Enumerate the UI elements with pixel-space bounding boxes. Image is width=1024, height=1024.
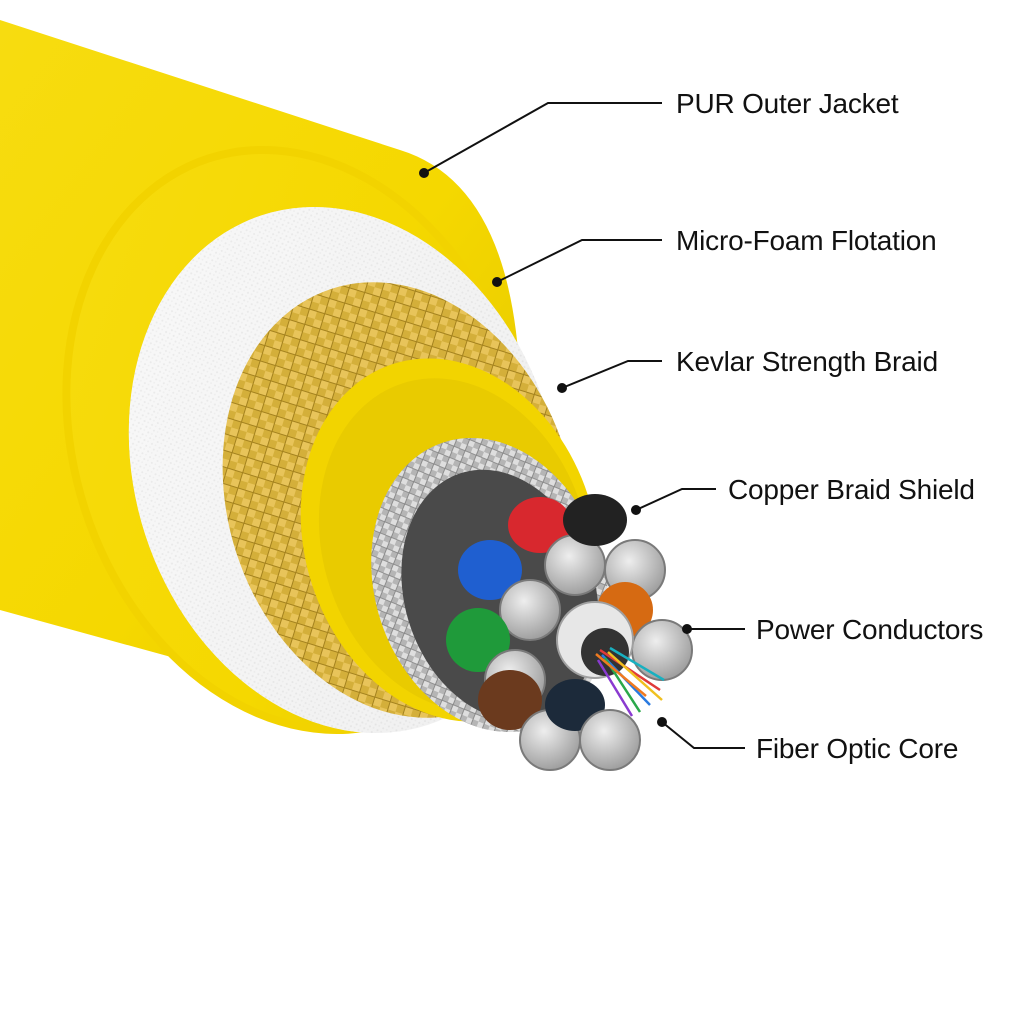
leader-line-outer-jacket (423, 102, 662, 174)
leader-lines (419, 102, 745, 749)
leader-dot-copper (631, 505, 641, 515)
leader-line-copper (635, 488, 716, 511)
label-power: Power Conductors (756, 614, 984, 645)
leader-dot-fiber (657, 717, 667, 727)
leader-dot-power (682, 624, 692, 634)
leader-dot-outer-jacket (419, 168, 429, 178)
leader-line-foam (496, 239, 662, 283)
label-fiber: Fiber Optic Core (756, 733, 959, 764)
label-copper: Copper Braid Shield (728, 474, 975, 505)
leader-dot-kevlar (557, 383, 567, 393)
leader-line-kevlar (561, 360, 662, 389)
power-conductors (446, 494, 693, 771)
label-foam: Micro-Foam Flotation (676, 225, 937, 256)
leader-line-fiber (661, 721, 745, 749)
fiber-optic-core (556, 601, 665, 717)
label-kevlar: Kevlar Strength Braid (676, 346, 938, 377)
label-outer-jacket: PUR Outer Jacket (676, 88, 899, 119)
leader-dot-foam (492, 277, 502, 287)
